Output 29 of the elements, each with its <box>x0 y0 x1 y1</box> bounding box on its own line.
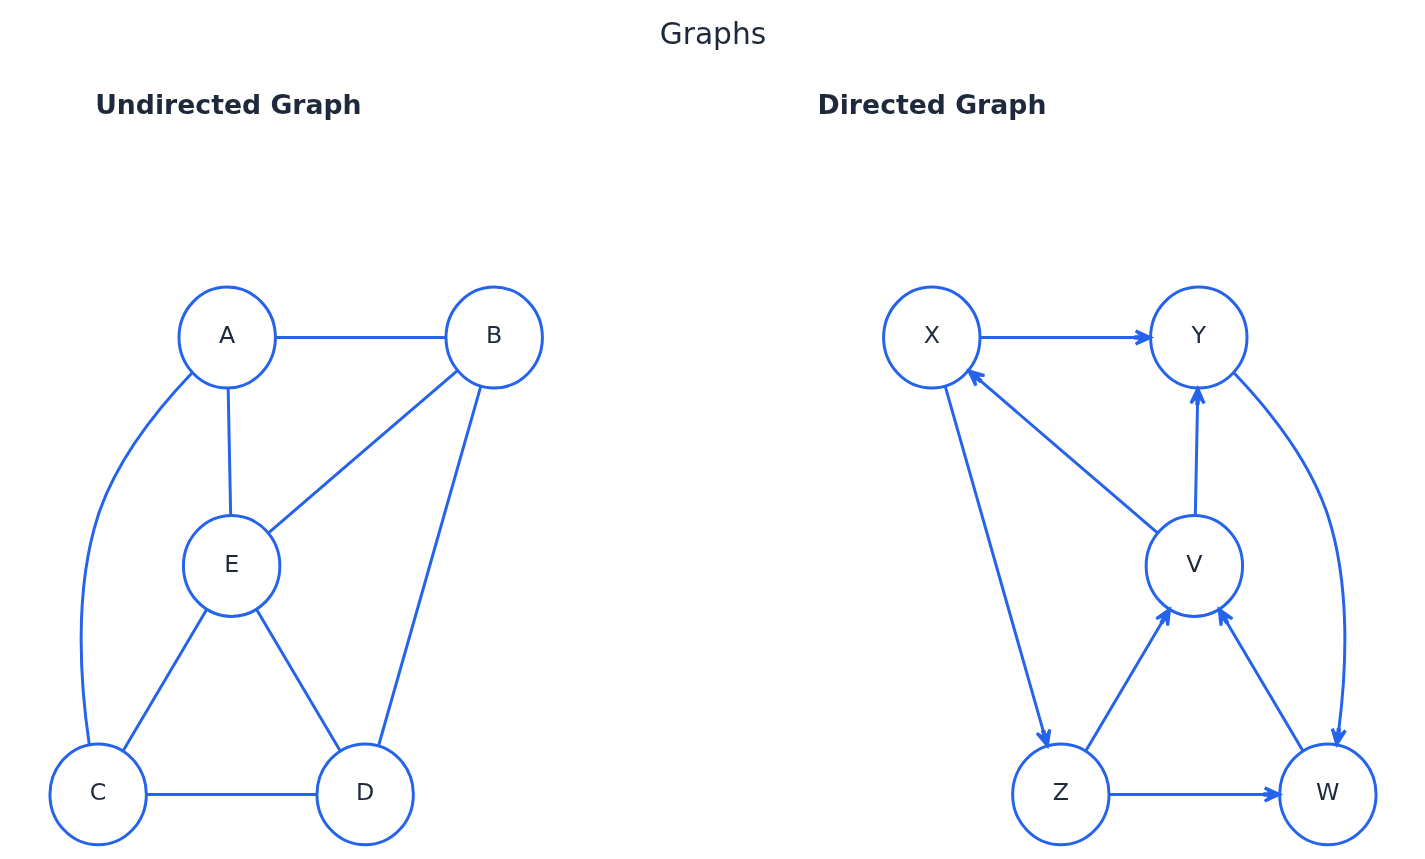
label: Directed Graph <box>817 89 1046 121</box>
arrow <box>943 385 1051 748</box>
label: Undirected Graph <box>94 89 362 121</box>
node-circle: B <box>444 285 544 390</box>
node-circle: X <box>881 285 981 390</box>
node-circle: Z <box>1010 742 1111 847</box>
node-circle: W <box>1277 742 1378 847</box>
connector <box>226 388 232 516</box>
connector <box>121 608 208 752</box>
arrow <box>1083 607 1171 752</box>
node-circle: A <box>177 285 277 390</box>
node-circle: Y <box>1148 285 1248 390</box>
arrow <box>966 369 1158 534</box>
diagram-title: Graphs <box>659 15 766 51</box>
node-circle: D <box>314 742 415 847</box>
connector <box>275 336 446 339</box>
connector <box>376 385 482 747</box>
arrow <box>979 329 1152 346</box>
connector <box>267 369 458 534</box>
node-circle: V <box>1144 514 1244 618</box>
connector <box>146 792 317 796</box>
node-circle: E <box>181 514 281 618</box>
arrow <box>1188 387 1206 516</box>
arrow <box>1108 786 1281 803</box>
connector <box>79 372 193 745</box>
arrow <box>1217 607 1304 752</box>
connector <box>254 608 342 752</box>
node-circle: C <box>47 742 148 847</box>
arrow <box>1232 372 1347 746</box>
